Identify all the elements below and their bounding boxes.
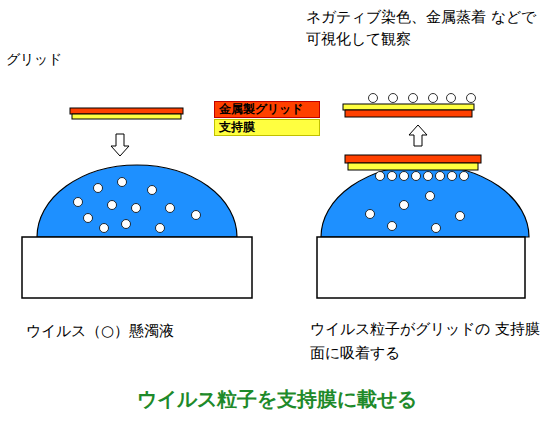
suspension-label: ウイルス（○）懸濁液 [26,321,266,341]
adsorption-label: ウイルス粒子がグリッドの 支持膜面に吸着する [310,317,546,365]
legend-text: 支持膜 [219,120,255,134]
legend-swatch: 金属製グリッド [214,101,320,118]
grid-label: グリッド [6,50,126,68]
legend-swatch: 支持膜 [214,119,320,136]
observation-note: ネガティブ染色、金属蒸着 などで可視化して観察 [306,6,546,50]
caption: ウイルス粒子を支持膜に載せる [0,386,554,412]
legend-text: 金属製グリッド [219,102,303,116]
